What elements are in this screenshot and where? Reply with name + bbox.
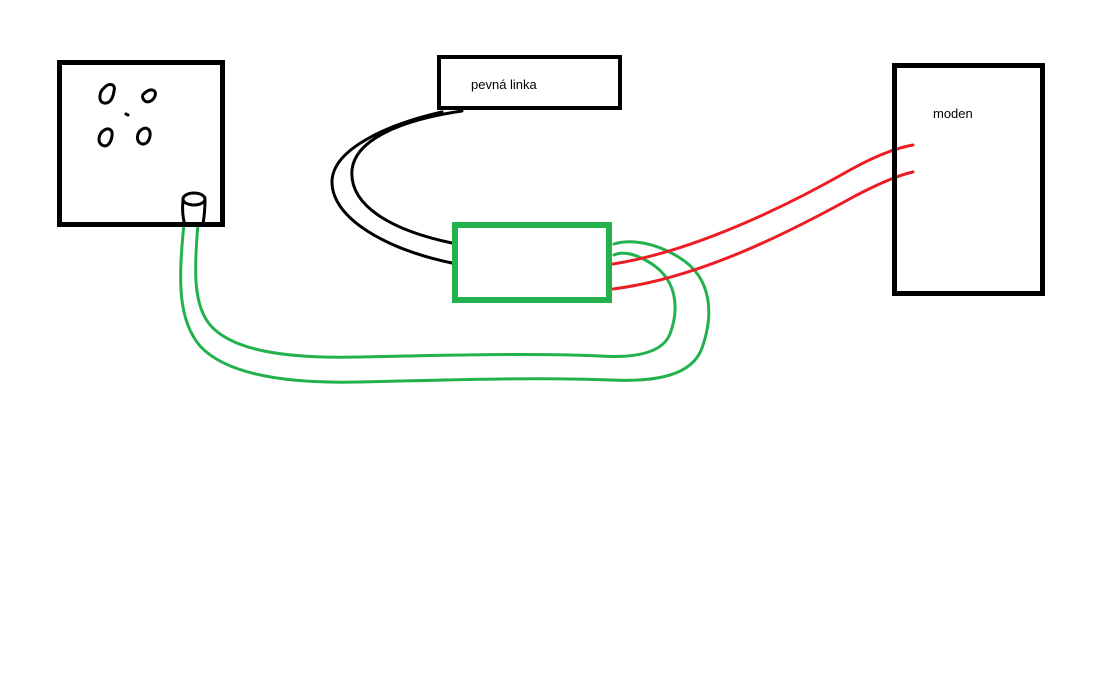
landline-box: pevná linka	[437, 55, 622, 110]
green-wire	[179, 222, 711, 384]
red-wire	[611, 143, 915, 291]
wall-socket-box	[57, 60, 225, 227]
modem-label: moden	[933, 106, 973, 121]
black-wire	[330, 109, 464, 265]
splitter-box	[452, 222, 612, 303]
modem-box: moden	[892, 63, 1045, 296]
landline-label: pevná linka	[471, 77, 537, 92]
